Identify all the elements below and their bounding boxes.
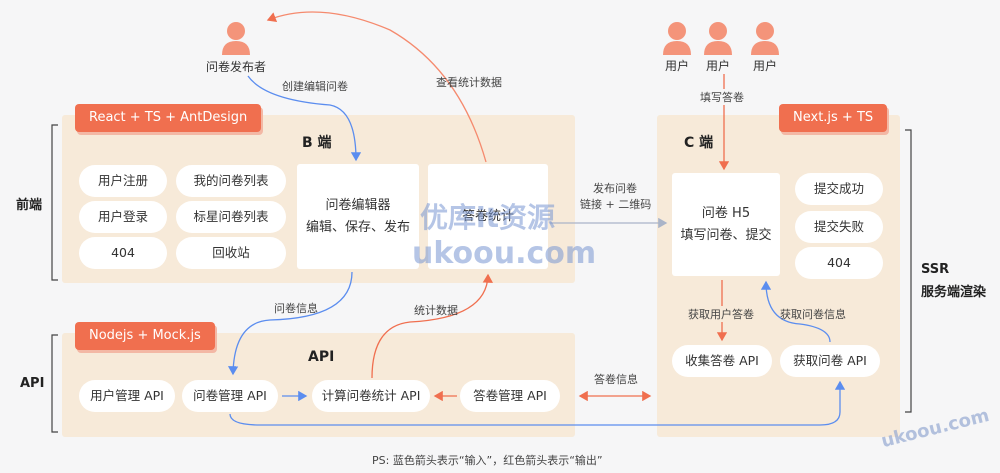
editor-box[interactable]: 问卷编辑器 编辑、保存、发布 bbox=[297, 164, 419, 269]
frontend-side-label: 前端 bbox=[16, 198, 43, 213]
get-info-label: 获取问卷信息 bbox=[780, 308, 846, 321]
user-label-3: 用户 bbox=[752, 59, 777, 73]
publisher-user-icon bbox=[222, 22, 250, 55]
get-info-arrow bbox=[760, 280, 831, 343]
my-questionnaires-pill[interactable]: 我的问卷列表 bbox=[176, 165, 286, 197]
submit-success-pill[interactable]: 提交成功 bbox=[795, 173, 883, 205]
h5-box[interactable]: 问卷 H5 填写问卷、提交 bbox=[672, 173, 780, 276]
h5-title: 问卷 H5 bbox=[701, 205, 751, 221]
api-side-label: API bbox=[20, 376, 45, 391]
stats-title: 答卷统计 bbox=[461, 208, 514, 224]
fill-label: 填写答卷 bbox=[700, 89, 744, 105]
c-end-title: C 端 bbox=[684, 135, 714, 151]
register-pill[interactable]: 用户注册 bbox=[79, 165, 167, 197]
collect-answer-api-pill[interactable]: 收集答卷 API bbox=[672, 345, 772, 377]
publisher-label: 问卷发布者 bbox=[205, 60, 266, 74]
create-arrow bbox=[247, 75, 362, 162]
b-end-title: B 端 bbox=[302, 135, 332, 151]
get-answer-label: 获取用户答卷 bbox=[688, 306, 754, 322]
stat-data-label: 统计数据 bbox=[414, 304, 458, 317]
get-questionnaire-api-pill[interactable]: 获取问卷 API bbox=[780, 345, 880, 377]
user-icon bbox=[704, 22, 732, 55]
ssr-desc-label: 服务端渲染 bbox=[921, 285, 987, 300]
stats-api-pill[interactable]: 计算问卷统计 API bbox=[312, 380, 430, 412]
view-stats-label: 查看统计数据 bbox=[436, 76, 502, 89]
publish-label-2: 链接 + 二维码 bbox=[580, 198, 652, 211]
info-label: 问卷信息 bbox=[274, 302, 318, 315]
footnote: PS: 蓝色箭头表示“输入”，红色箭头表示“输出” bbox=[372, 454, 603, 467]
q-to-get-arrow bbox=[229, 380, 846, 426]
submit-fail-pill[interactable]: 提交失败 bbox=[795, 211, 883, 243]
login-pill[interactable]: 用户登录 bbox=[79, 201, 167, 233]
answer-info-label: 答卷信息 bbox=[594, 373, 638, 386]
api-title: API bbox=[308, 349, 335, 365]
trash-pill[interactable]: 回收站 bbox=[176, 237, 286, 269]
user-icon bbox=[663, 22, 691, 55]
answer-api-pill[interactable]: 答卷管理 API bbox=[460, 380, 560, 412]
c-stack-tag: Next.js + TS bbox=[779, 104, 888, 132]
ssr-side-label: SSR bbox=[921, 262, 950, 277]
h5-desc: 填写问卷、提交 bbox=[680, 227, 772, 243]
b-stack-tag: React + TS + AntDesign bbox=[75, 104, 262, 132]
stats-box[interactable]: 答卷统计 bbox=[428, 164, 548, 269]
starred-list-pill[interactable]: 标星问卷列表 bbox=[176, 201, 286, 233]
user-label-1: 用户 bbox=[664, 59, 689, 73]
user-api-pill[interactable]: 用户管理 API bbox=[79, 380, 175, 412]
info-arrow bbox=[227, 271, 353, 376]
publish-label-1: 发布问卷 bbox=[593, 182, 637, 195]
user-icon bbox=[751, 22, 779, 55]
editor-title: 问卷编辑器 bbox=[325, 197, 391, 213]
create-label: 创建编辑问卷 bbox=[282, 80, 348, 93]
user-label-2: 用户 bbox=[705, 59, 730, 73]
stat-data-arrow bbox=[371, 273, 494, 379]
view-stats-arrow bbox=[266, 11, 487, 163]
editor-desc: 编辑、保存、发布 bbox=[305, 219, 410, 235]
b-404-pill[interactable]: 404 bbox=[79, 237, 167, 269]
api-stack-tag: Nodejs + Mock.js bbox=[75, 322, 215, 350]
questionnaire-api-pill[interactable]: 问卷管理 API bbox=[182, 380, 278, 412]
c-404-pill[interactable]: 404 bbox=[795, 247, 883, 279]
